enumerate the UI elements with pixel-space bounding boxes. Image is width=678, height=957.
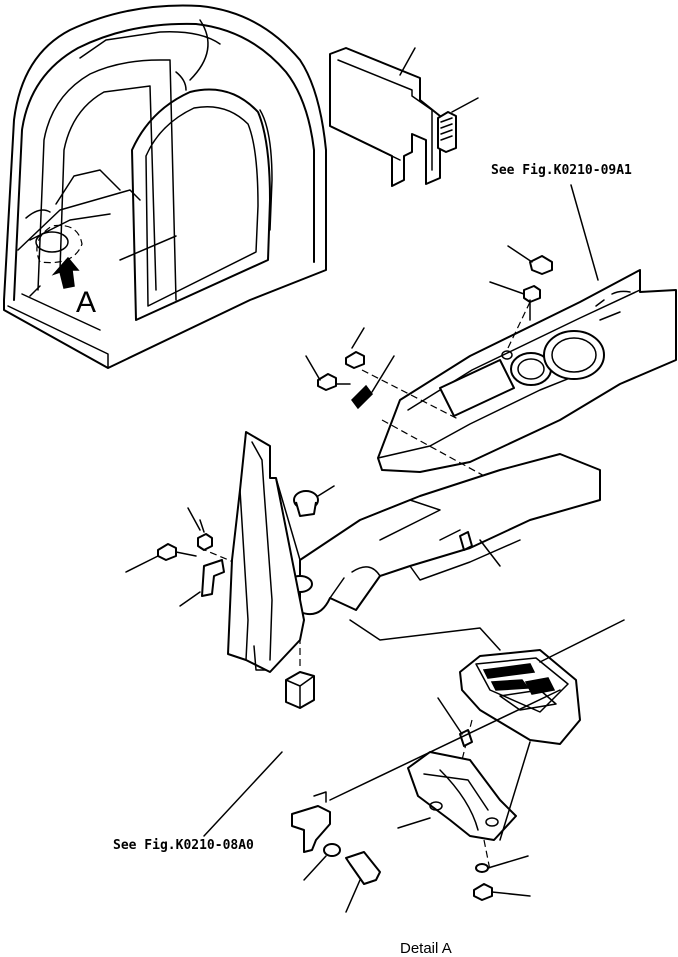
connector-block — [285, 671, 315, 709]
bolt-lower-right — [473, 883, 531, 901]
bolt-upper-right — [507, 245, 553, 275]
small-grille-part — [437, 97, 479, 153]
cab-frame — [3, 4, 327, 369]
small-pin — [437, 697, 473, 747]
washer-lower-left — [303, 843, 341, 881]
screw-left — [125, 507, 213, 573]
cover-plate — [329, 47, 441, 187]
detail-caption: Detail A — [400, 940, 452, 957]
washer-lower-right — [475, 855, 529, 873]
lower-console-body — [287, 453, 601, 616]
see-fig-lower-label: See Fig.K0210-08A0 — [113, 838, 254, 853]
leader-line-upper — [570, 184, 599, 281]
screw-upper-middle — [489, 281, 541, 321]
see-fig-upper-label: See Fig.K0210-09A1 — [491, 163, 632, 178]
upper-console-panel — [377, 269, 677, 473]
bolt-lower-left — [345, 851, 381, 913]
mounting-bracket — [397, 751, 517, 841]
grommet-cap — [293, 485, 335, 517]
leader-line-lower — [203, 751, 283, 837]
clamp-bracket — [291, 791, 331, 853]
bracket-small-left — [179, 559, 225, 607]
view-marker-label: A — [76, 286, 97, 319]
side-panel-vertical — [227, 431, 305, 673]
screw-pair-left — [305, 327, 395, 410]
monitor-unit — [459, 619, 625, 745]
